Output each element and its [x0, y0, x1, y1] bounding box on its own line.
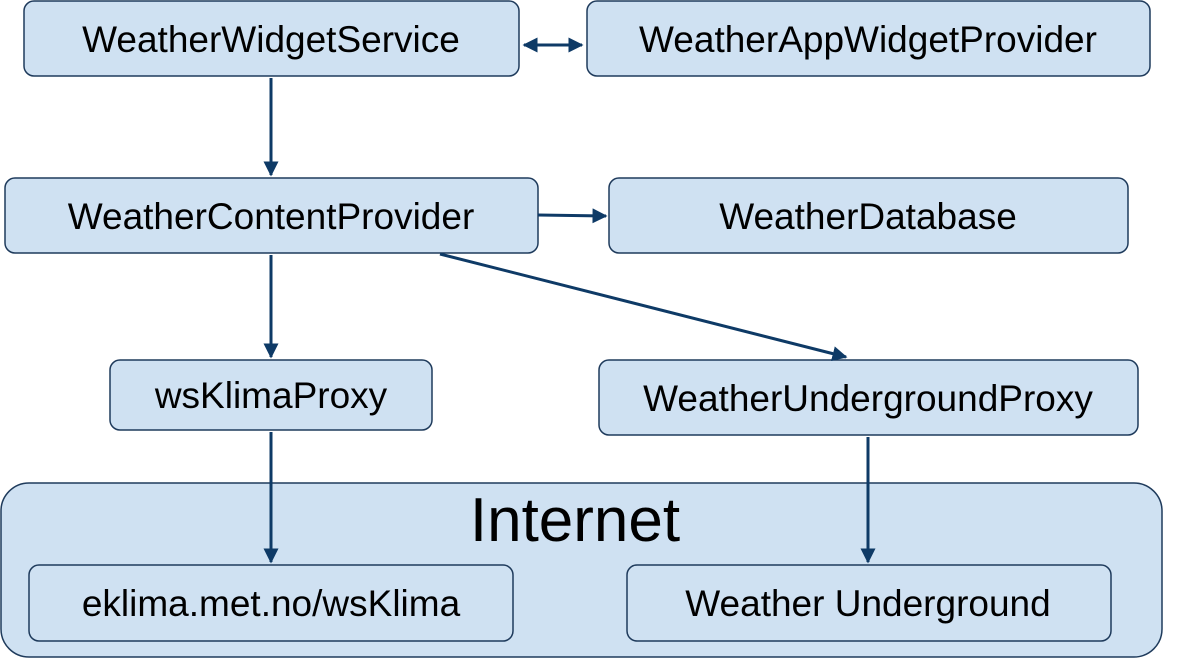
node-weather-underground: Weather Underground	[626, 564, 1112, 642]
node-weather-widget-service-box	[23, 0, 520, 77]
node-weather-content-provider: WeatherContentProvider	[4, 177, 539, 254]
node-ws-klima-proxy-label: wsKlimaProxy	[154, 375, 388, 416]
node-weather-widget-service: WeatherWidgetService	[23, 0, 520, 77]
node-weather-app-widget-provider-label: WeatherAppWidgetProvider	[639, 19, 1097, 60]
node-weather-content-provider-label: WeatherContentProvider	[68, 196, 475, 237]
internet-group-label: Internet	[470, 486, 680, 555]
node-weather-database: WeatherDatabase	[608, 177, 1129, 254]
node-eklima-label: eklima.met.no/wsKlima	[82, 583, 461, 624]
node-eklima-box	[28, 564, 514, 642]
node-weather-database-box	[608, 177, 1129, 254]
node-weather-underground-proxy: WeatherUndergroundProxy	[598, 359, 1139, 436]
node-weather-database-label: WeatherDatabase	[719, 196, 1017, 237]
node-ws-klima-proxy: wsKlimaProxy	[109, 359, 433, 431]
node-weather-underground-proxy-box	[598, 359, 1139, 436]
node-weather-underground-label: Weather Underground	[685, 583, 1050, 624]
node-eklima: eklima.met.no/wsKlima	[28, 564, 514, 642]
node-weather-app-widget-provider-box	[586, 0, 1151, 77]
node-weather-app-widget-provider: WeatherAppWidgetProvider	[586, 0, 1151, 77]
node-weather-underground-proxy-label: WeatherUndergroundProxy	[643, 378, 1093, 419]
edge-content-provider-weather-underground-proxy	[439, 252, 848, 361]
edge-content-provider-database	[537, 208, 608, 224]
node-weather-widget-service-label: WeatherWidgetService	[82, 19, 460, 60]
node-weather-underground-box	[626, 564, 1112, 642]
node-ws-klima-proxy-box	[109, 359, 433, 431]
